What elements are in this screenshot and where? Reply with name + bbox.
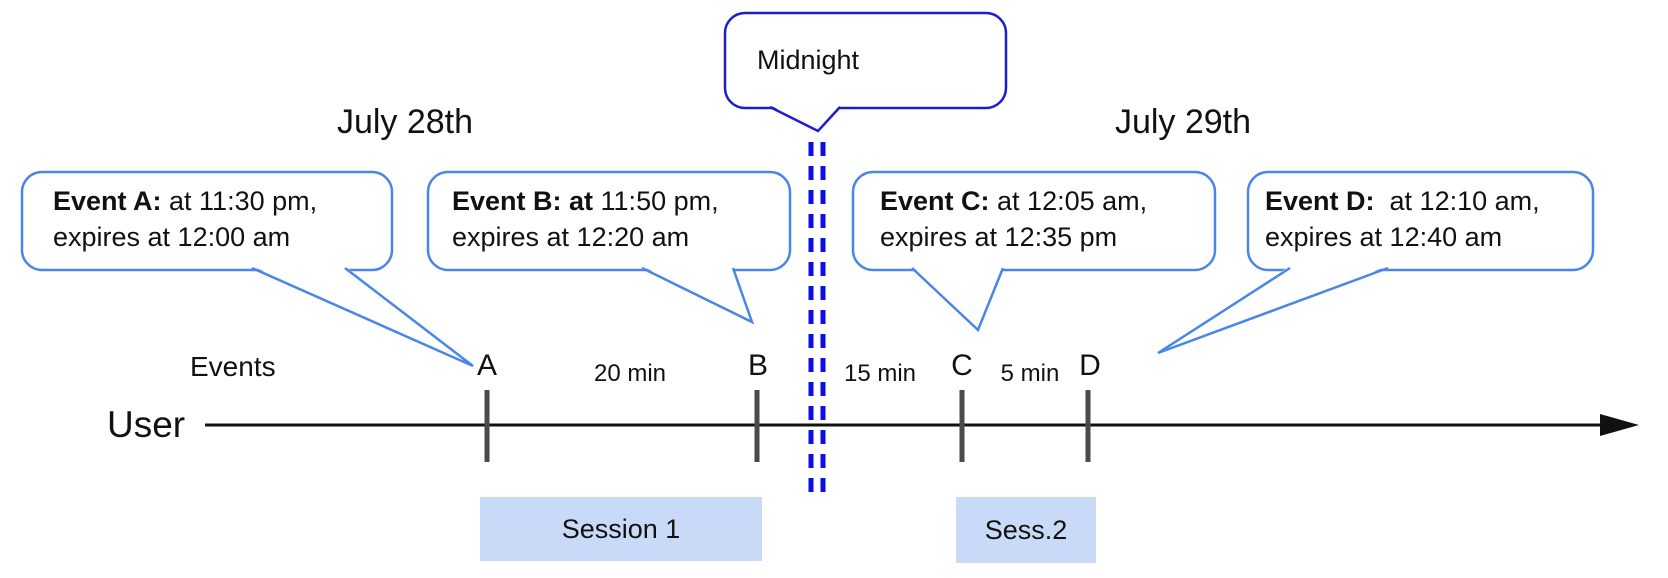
event-a-bubble-outline bbox=[20, 170, 394, 272]
event-c-detail: at 12:05 am, bbox=[989, 186, 1148, 216]
date-july-29: July 29th bbox=[1114, 103, 1252, 141]
event-a-detail: at 11:30 pm, bbox=[161, 186, 318, 216]
event-c-title: Event C: bbox=[880, 186, 990, 216]
event-d-line2: expires at 12:40 am bbox=[1265, 222, 1503, 252]
event-a-line1: Event A: at 11:30 pm, bbox=[53, 183, 317, 219]
interval-label-5min: 5 min bbox=[1000, 360, 1060, 387]
event-c-line2: expires at 12:35 pm bbox=[880, 222, 1118, 252]
event-d-bubble-tail bbox=[1157, 266, 1389, 355]
user-axis-label: User bbox=[107, 404, 186, 445]
event-d-line1: Event D: at 12:10 am, bbox=[1265, 183, 1540, 219]
axis-arrowhead-icon bbox=[1600, 414, 1639, 436]
event-d-callout: Event D: at 12:10 am, expires at 12:40 a… bbox=[1265, 183, 1540, 255]
midnight-bubble-tail bbox=[769, 105, 841, 133]
session-1-label: Session 1 bbox=[561, 513, 681, 544]
interval-label-20min: 20 min bbox=[593, 360, 667, 387]
session-2-label: Sess.2 bbox=[984, 514, 1068, 545]
event-c-bubble-outline bbox=[851, 170, 1217, 272]
midnight-label: Midnight bbox=[757, 45, 860, 75]
event-d-bubble-outline bbox=[1246, 170, 1595, 272]
event-c-callout: Event C: at 12:05 am, expires at 12:35 p… bbox=[880, 183, 1147, 255]
event-b-line1: Event B: at 11:50 pm, bbox=[452, 183, 719, 219]
session-2-box: Sess.2 bbox=[956, 497, 1096, 563]
date-july-28: July 28th bbox=[336, 103, 474, 141]
event-b-callout: Event B: at 11:50 pm, expires at 12:20 a… bbox=[452, 183, 719, 255]
tick-label-d: D bbox=[1079, 349, 1101, 382]
event-b-bubble-tail bbox=[641, 266, 755, 325]
event-b-detail: 11:50 pm, bbox=[593, 186, 719, 216]
session-1-box: Session 1 bbox=[480, 497, 762, 561]
event-c-bubble-tail-fill bbox=[912, 266, 1003, 330]
event-d-title: Event D: bbox=[1265, 186, 1375, 216]
midnight-bubble-outline bbox=[723, 11, 1008, 110]
tick-label-b: B bbox=[747, 349, 769, 382]
event-a-callout: Event A: at 11:30 pm, expires at 12:00 a… bbox=[53, 183, 317, 255]
event-b-line2: expires at 12:20 am bbox=[452, 222, 690, 252]
event-c-bubble-tail bbox=[911, 267, 1005, 333]
event-c-line1: Event C: at 12:05 am, bbox=[880, 183, 1147, 219]
event-a-line2: expires at 12:00 am bbox=[53, 222, 291, 252]
event-b-title: Event B: at bbox=[452, 186, 594, 216]
tick-label-c: C bbox=[951, 349, 973, 382]
event-b-bubble-outline bbox=[426, 170, 792, 272]
tick-label-a: A bbox=[476, 349, 498, 382]
event-a-title: Event A: bbox=[53, 186, 162, 216]
event-a-bubble-tail bbox=[251, 266, 474, 368]
interval-label-15min: 15 min bbox=[843, 360, 917, 387]
events-axis-label: Events bbox=[190, 351, 276, 382]
event-d-detail: at 12:10 am, bbox=[1374, 186, 1540, 216]
